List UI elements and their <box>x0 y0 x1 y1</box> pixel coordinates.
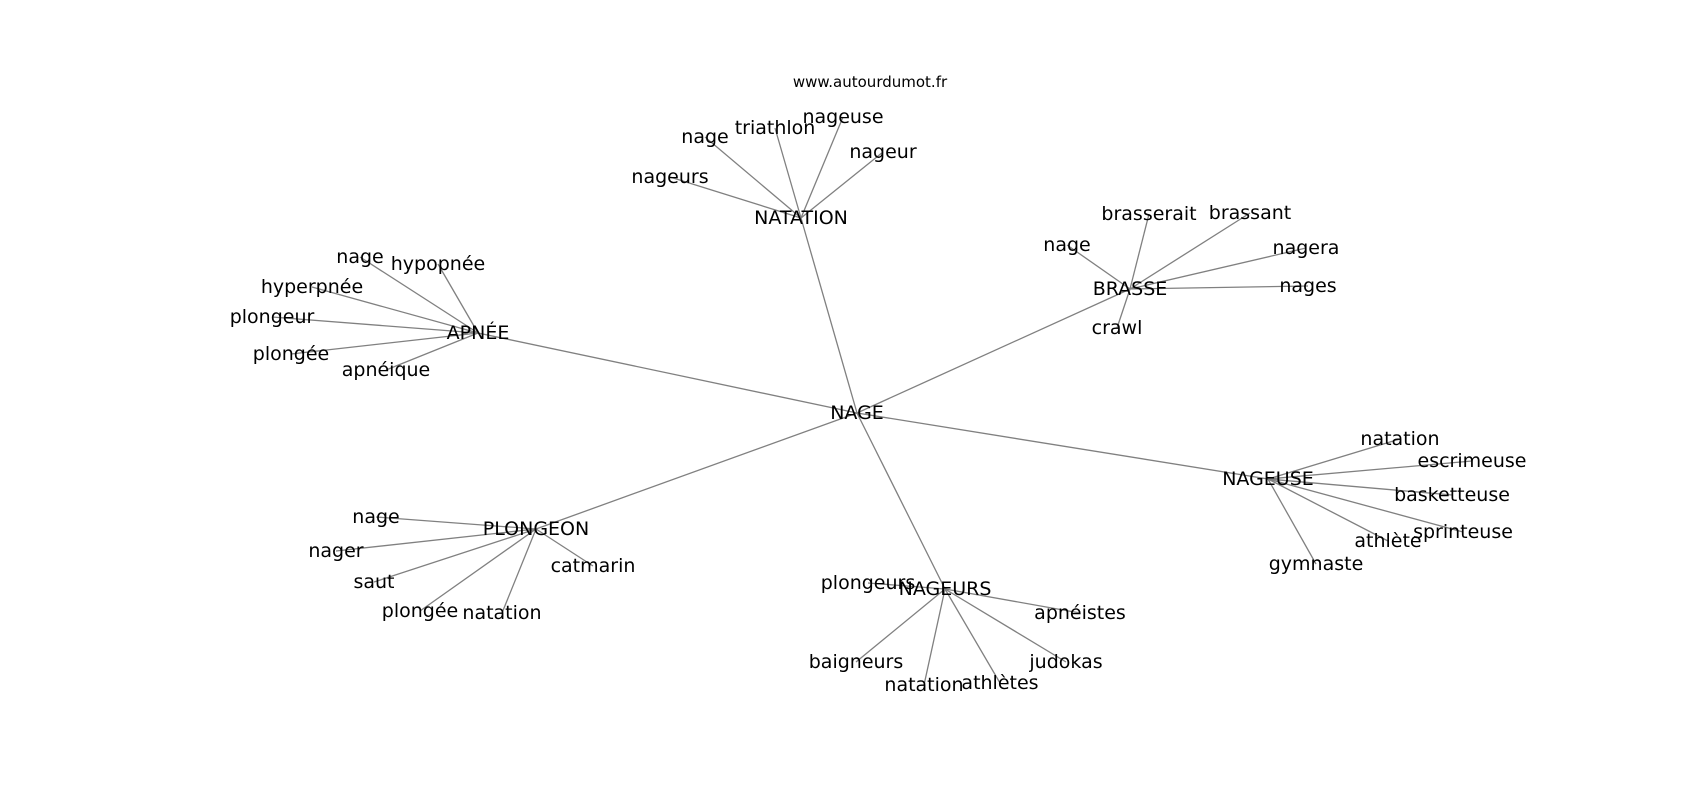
edge-center-apnee <box>477 332 858 414</box>
edge-apnee-leaf-4 <box>290 332 479 355</box>
leaf-node-nageurs-3[interactable]: athlètes <box>961 672 1038 694</box>
edge-apnee-leaf-2 <box>311 286 479 334</box>
leaf-node-brasse-1[interactable]: brasserait <box>1101 203 1196 225</box>
leaf-node-apnee-3[interactable]: plongeur <box>230 306 315 328</box>
edge-apnee-leaf-0 <box>359 256 479 334</box>
edge-nageurs-leaf-1 <box>944 588 1081 614</box>
leaf-node-plongeon-3[interactable]: plongée <box>382 600 458 622</box>
leaf-node-nageuse-4[interactable]: athlète <box>1354 530 1421 552</box>
leaf-node-natation-0[interactable]: nageurs <box>631 166 708 188</box>
edge-apnee-leaf-1 <box>437 263 479 334</box>
leaf-node-brasse-5[interactable]: crawl <box>1092 317 1143 339</box>
edge-natation-leaf-3 <box>800 116 844 219</box>
leaf-node-brasse-4[interactable]: nages <box>1279 275 1336 297</box>
source-watermark: www.autourdumot.fr <box>793 73 948 91</box>
edge-nageuse-leaf-1 <box>1267 460 1473 480</box>
edge-nageuse-leaf-2 <box>1267 478 1453 496</box>
edge-center-nageuse <box>856 412 1269 480</box>
edge-plongeon-leaf-4 <box>501 528 537 614</box>
edge-brasse-leaf-2 <box>1129 212 1251 290</box>
edge-nageurs-leaf-4 <box>923 588 946 686</box>
leaf-node-nageurs-2[interactable]: judokas <box>1028 651 1102 673</box>
cluster-node-plongeon[interactable]: PLONGEON <box>483 518 589 540</box>
edge-nageurs-leaf-2 <box>944 588 1067 663</box>
edge-natation-leaf-2 <box>774 127 802 219</box>
leaf-node-apnee-2[interactable]: hyperpnée <box>261 276 363 298</box>
edge-nageuse-leaf-4 <box>1267 478 1389 542</box>
leaf-node-nageuse-0[interactable]: natation <box>1360 428 1439 450</box>
leaf-node-nageuse-3[interactable]: sprinteuse <box>1413 521 1513 543</box>
leaf-node-plongeon-1[interactable]: nager <box>308 540 363 562</box>
edge-brasse-leaf-0 <box>1066 244 1131 290</box>
edge-natation-leaf-1 <box>704 136 802 219</box>
edges-layer <box>271 116 1473 686</box>
edge-plongeon-leaf-3 <box>419 528 537 612</box>
edge-nageuse-leaf-5 <box>1267 478 1317 565</box>
leaf-node-nageuse-5[interactable]: gymnaste <box>1269 553 1364 575</box>
edge-plongeon-leaf-2 <box>373 528 537 583</box>
edge-natation-leaf-0 <box>669 176 802 219</box>
edge-nageuse-leaf-0 <box>1267 438 1401 480</box>
edge-center-brasse <box>856 288 1131 414</box>
leaf-node-plongeon-2[interactable]: saut <box>353 571 394 593</box>
cluster-node-nageurs[interactable]: NAGEURS <box>899 578 992 600</box>
leaf-node-apnee-1[interactable]: hypopnée <box>391 253 485 275</box>
center-node[interactable]: NAGE <box>830 402 884 424</box>
leaf-node-apnee-4[interactable]: plongée <box>253 343 329 365</box>
leaf-node-apnee-5[interactable]: apnéique <box>342 359 431 381</box>
edge-plongeon-leaf-0 <box>375 516 537 530</box>
edge-plongeon-leaf-1 <box>335 528 537 552</box>
cluster-node-natation[interactable]: NATATION <box>754 207 848 229</box>
leaf-node-apnee-0[interactable]: nage <box>336 246 383 268</box>
edge-nageurs-leaf-5 <box>855 588 946 663</box>
edge-natation-leaf-4 <box>800 151 884 219</box>
leaf-node-nageurs-4[interactable]: natation <box>884 674 963 696</box>
edge-nageuse-leaf-3 <box>1267 478 1464 533</box>
leaf-node-brasse-2[interactable]: brassant <box>1209 202 1291 224</box>
edge-brasse-leaf-4 <box>1129 285 1309 290</box>
leaf-node-nageuse-2[interactable]: basketteuse <box>1394 484 1510 506</box>
leaf-node-nageurs-1[interactable]: apnéistes <box>1034 602 1126 624</box>
leaf-node-plongeon-4[interactable]: natation <box>462 602 541 624</box>
leaf-node-nageurs-5[interactable]: baigneurs <box>809 651 904 673</box>
leaf-node-natation-3[interactable]: nageuse <box>802 106 883 128</box>
cluster-node-brasse[interactable]: BRASSE <box>1093 278 1168 300</box>
edge-center-natation <box>800 217 858 414</box>
leaf-node-natation-1[interactable]: nage <box>681 126 728 148</box>
edge-brasse-leaf-5 <box>1116 288 1131 329</box>
edge-brasse-leaf-3 <box>1129 247 1307 290</box>
leaf-node-brasse-3[interactable]: nagera <box>1273 237 1340 259</box>
cluster-node-apnee[interactable]: APNÉE <box>447 321 510 344</box>
edge-brasse-leaf-1 <box>1129 213 1150 290</box>
leaf-node-natation-2[interactable]: triathlon <box>735 117 816 139</box>
leaf-node-nageurs-0[interactable]: plongeurs <box>821 572 916 594</box>
leaf-node-brasse-0[interactable]: nage <box>1043 234 1090 256</box>
leaf-node-natation-4[interactable]: nageur <box>849 141 916 163</box>
edge-center-plongeon <box>535 412 858 530</box>
leaf-node-nageuse-1[interactable]: escrimeuse <box>1418 450 1527 472</box>
leaf-node-plongeon-5[interactable]: catmarin <box>551 555 636 577</box>
edge-nageurs-leaf-0 <box>867 582 946 590</box>
leaf-node-plongeon-0[interactable]: nage <box>352 506 399 528</box>
edge-center-nageurs <box>856 412 946 590</box>
edge-nageurs-leaf-3 <box>944 588 1001 684</box>
edge-apnee-leaf-5 <box>385 332 479 371</box>
edge-plongeon-leaf-5 <box>535 528 594 567</box>
edge-apnee-leaf-3 <box>271 316 479 334</box>
cluster-node-nageuse[interactable]: NAGEUSE <box>1222 468 1314 490</box>
